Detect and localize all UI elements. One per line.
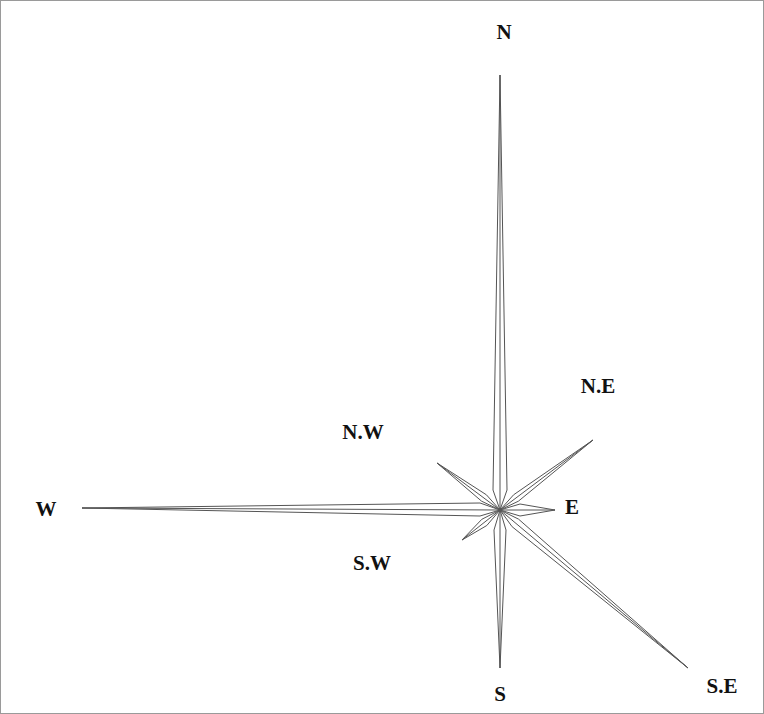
northeast-ray <box>500 440 593 510</box>
direction-label: S.E <box>707 676 738 697</box>
south-ray <box>494 510 506 668</box>
south-ray-axis <box>500 510 501 668</box>
direction-label: S <box>494 684 506 705</box>
direction-label: N <box>496 22 511 43</box>
north-ray-axis <box>500 75 501 510</box>
direction-label: W <box>36 499 57 520</box>
direction-label: N.W <box>342 422 383 443</box>
direction-label: E <box>565 497 579 518</box>
east-ray <box>500 504 555 516</box>
east-ray-axis <box>500 510 555 511</box>
north-ray <box>493 75 507 510</box>
direction-label: S.W <box>353 553 391 574</box>
west-ray <box>82 503 500 516</box>
west-ray-axis <box>82 508 500 510</box>
northeast-ray-axis <box>500 440 593 510</box>
southeast-ray <box>500 510 688 668</box>
southeast-ray-axis <box>500 510 688 668</box>
direction-label: N.E <box>581 376 615 397</box>
